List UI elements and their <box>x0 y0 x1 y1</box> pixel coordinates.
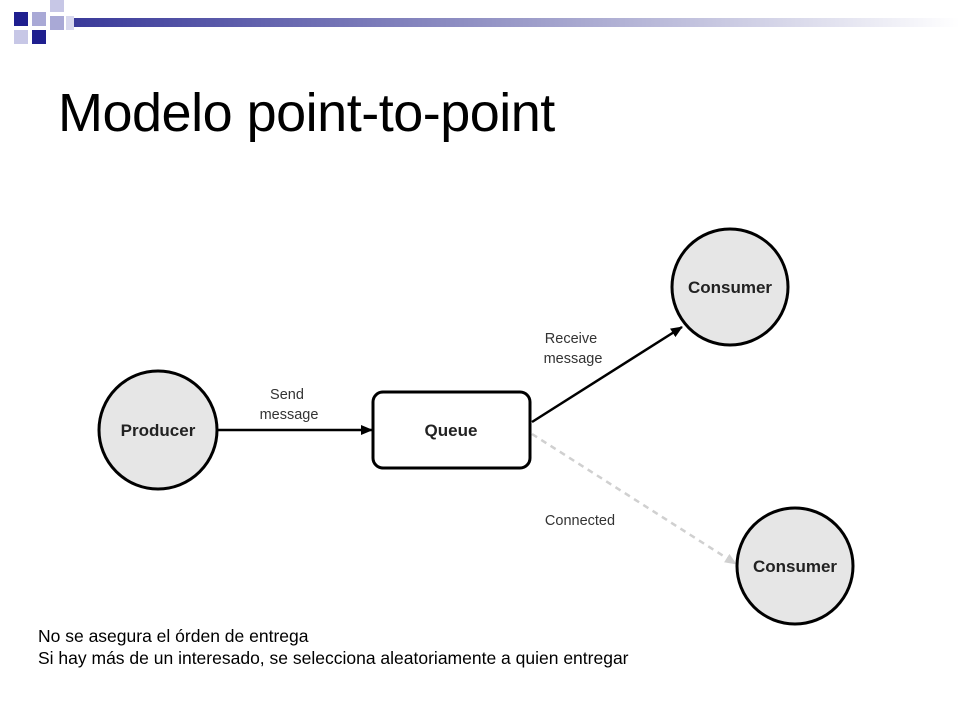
svg-text:Send message: Send message <box>260 387 319 423</box>
slide-title: Modelo point-to-point <box>58 83 555 143</box>
edge-label-receive-line1: Receive <box>545 331 597 347</box>
edge-label-send-line1: Send <box>270 387 304 403</box>
deco-square-light <box>66 16 74 30</box>
deco-square-light <box>32 12 46 26</box>
deco-square-light <box>50 0 64 12</box>
deco-square-light <box>14 30 28 44</box>
note-line-2: Si hay más de un interesado, se seleccio… <box>38 648 629 668</box>
edge-receive-message <box>531 325 683 424</box>
edge-label-connected: Connected <box>545 513 615 529</box>
edge-connected <box>531 432 737 566</box>
deco-square-dark <box>14 12 28 26</box>
edge-label-send-line2: message <box>260 407 319 423</box>
svg-text:Receive message: Receive message <box>544 331 603 367</box>
node-producer-label: Producer <box>121 421 196 440</box>
node-consumer-top-label: Consumer <box>688 278 772 297</box>
note-line-1: No se asegura el órden de entrega <box>38 626 309 646</box>
slide-notes: No se asegura el órden de entrega Si hay… <box>38 625 629 669</box>
header-decoration <box>14 0 960 44</box>
node-queue-label: Queue <box>425 421 478 440</box>
node-consumer-bottom-label: Consumer <box>753 557 837 576</box>
edge-label-receive-line2: message <box>544 351 603 367</box>
node-queue: Queue <box>371 390 532 470</box>
deco-square-dark <box>32 30 46 44</box>
deco-bar <box>74 18 960 27</box>
node-consumer-bottom: Consumer <box>735 506 855 626</box>
node-consumer-top: Consumer <box>670 227 790 347</box>
deco-square-light <box>50 16 64 30</box>
node-producer: Producer <box>97 369 219 491</box>
